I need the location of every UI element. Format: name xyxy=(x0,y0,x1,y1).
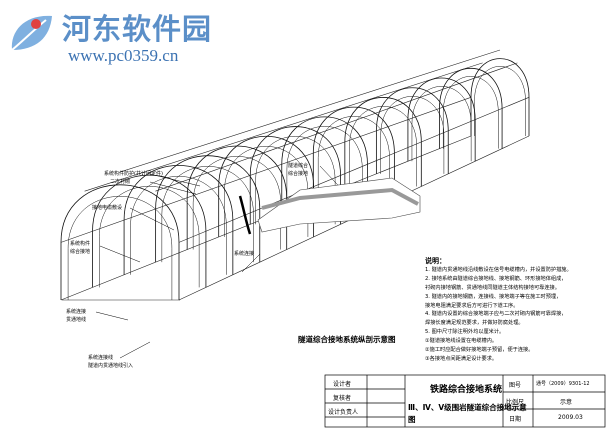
tunnel-ring xyxy=(312,106,395,200)
note-line: 衬砌内接地钢筋、贯通地线同隧道主体结构接地可靠连接。 xyxy=(425,284,560,291)
tunnel-ring-inner xyxy=(224,146,309,237)
leader-line xyxy=(119,341,151,359)
notes-heading: 说明： xyxy=(425,257,446,265)
tunnel-ring-inner xyxy=(130,176,227,275)
tunnel-ring xyxy=(60,184,180,300)
annotation-leaders xyxy=(95,165,351,359)
note-line: 3. 隧道内的接地钢筋，连接线、接地端子等在施工时预埋， xyxy=(425,293,562,300)
leader-line xyxy=(129,207,175,231)
longitudinal-line xyxy=(119,49,501,173)
tb-code-value: 通号（2009）9301-12 xyxy=(536,381,590,387)
longitudinal-line xyxy=(155,62,518,192)
tunnel-ring-inner xyxy=(192,156,281,250)
tunnel-ring xyxy=(281,116,368,212)
diagram-caption: 隧道综合接地系统纵剖示意图 xyxy=(298,335,396,344)
tunnel-ring-inner xyxy=(286,126,363,212)
label-ground-lead-in: 隧道内贯通地线引入 xyxy=(88,363,134,369)
longitudinal-line xyxy=(84,62,483,192)
note-line: ②施工时应配合做好接地端子预留，便于连接。 xyxy=(425,347,534,354)
note-line: ③各接地点间距满足设计要求。 xyxy=(425,355,498,362)
tb-scale-key: 比例尺 xyxy=(506,399,525,406)
leader-line xyxy=(241,253,261,273)
tb-leader: 设计负责人 xyxy=(328,409,359,416)
note-line: 1. 隧道内贯通地线沿线敷设在信号电缆槽内，并设置防护措施。 xyxy=(425,266,572,273)
tunnel-ring xyxy=(92,174,207,288)
tunnel-ring-inner xyxy=(442,76,499,149)
tunnel-ring-inner xyxy=(255,136,336,225)
tb-sub-title-2: 图 xyxy=(408,415,416,424)
tunnel-ring xyxy=(344,97,422,187)
note-line: 2. 接地系统由隧道综合接地线、接地钢筋、环形接地体组成， xyxy=(425,275,567,282)
tunnel-ring-inner xyxy=(411,86,472,162)
leader-line xyxy=(149,181,197,195)
label-system-connection: 系统连接 xyxy=(66,309,87,315)
tunnel-ring-inner xyxy=(99,186,200,288)
section-cut xyxy=(238,177,421,235)
note-line: 接地电阻满足要求后方可进行下道工序。 xyxy=(425,302,519,309)
tunnel-ring xyxy=(439,67,503,149)
tb-code-key: 图号 xyxy=(509,382,522,389)
note-line: 4. 隧道内设置的综合接地端子应与二次衬砌内钢筋可靠焊接， xyxy=(425,311,567,318)
label-secondary-lining: 二次衬砌 xyxy=(110,179,131,185)
tunnel-ring xyxy=(470,58,530,136)
label-integrated-grounding: 综合接地 xyxy=(288,171,309,177)
leader-line xyxy=(149,173,201,187)
label-cable-laying: 接地电缆敷设 xyxy=(92,205,123,211)
tunnel-ring-inner xyxy=(317,116,390,200)
note-line: 5. 图中尺寸除注明外均以厘米计。 xyxy=(425,329,505,336)
watermark-title: 河东软件园 xyxy=(62,12,213,46)
tunnel-ring-inner xyxy=(161,166,254,263)
tb-checker: 复核者 xyxy=(333,395,352,402)
tunnel-ring-inner xyxy=(474,66,526,136)
notes-block: 说明： 1. 隧道内贯通地线沿线敷设在信号电缆槽内，并设置防护措施。 2. 接地… xyxy=(425,257,597,364)
label-connection-line: 系统连接线 xyxy=(88,355,114,361)
tb-scale-value: 示意 xyxy=(560,399,573,406)
tb-main-title: 铁路综合接地系统 xyxy=(430,385,503,395)
note-line: ①隧道接地线设置在电缆槽内。 xyxy=(425,338,498,345)
tunnel-ring xyxy=(249,126,341,225)
label-through-ground: 贯通地线 xyxy=(66,317,87,323)
label-tunnel-integrated: 隧道综合 xyxy=(288,163,309,169)
tunnel-ring xyxy=(186,145,288,250)
leader-line xyxy=(95,311,129,321)
label-structure: 系统构件 xyxy=(70,241,91,247)
longitudinal-line xyxy=(60,97,472,243)
leaf-logo-icon xyxy=(11,15,52,51)
tunnel-ring xyxy=(375,87,449,174)
tunnel-ring xyxy=(123,164,234,275)
leader-line xyxy=(99,245,141,263)
label-grounding: 综合接地 xyxy=(70,249,91,255)
tb-date-value: 2009.03 xyxy=(558,414,583,421)
title-block-frame xyxy=(324,374,606,428)
tb-sub-title: Ⅲ、Ⅳ、Ⅴ级围岩隧道综合接地示意 xyxy=(408,403,527,412)
tb-date-key: 日期 xyxy=(509,416,522,423)
watermark-url: www.pc0359.cn xyxy=(68,46,179,65)
tunnel-ring xyxy=(407,77,476,162)
tunnel-ring xyxy=(155,155,261,263)
tunnel-ring xyxy=(218,135,315,237)
label-structure-protection: 系统构件防护(共计固定件) xyxy=(104,171,163,177)
tunnel-ring-inner xyxy=(349,106,417,187)
longitudinal-line xyxy=(178,97,530,243)
note-line: 焊接长度满足规范要求，并做好防腐处理。 xyxy=(425,320,524,327)
label-system-connection-2: 系统连接 xyxy=(234,251,255,257)
tb-designer: 设计者 xyxy=(333,381,352,388)
